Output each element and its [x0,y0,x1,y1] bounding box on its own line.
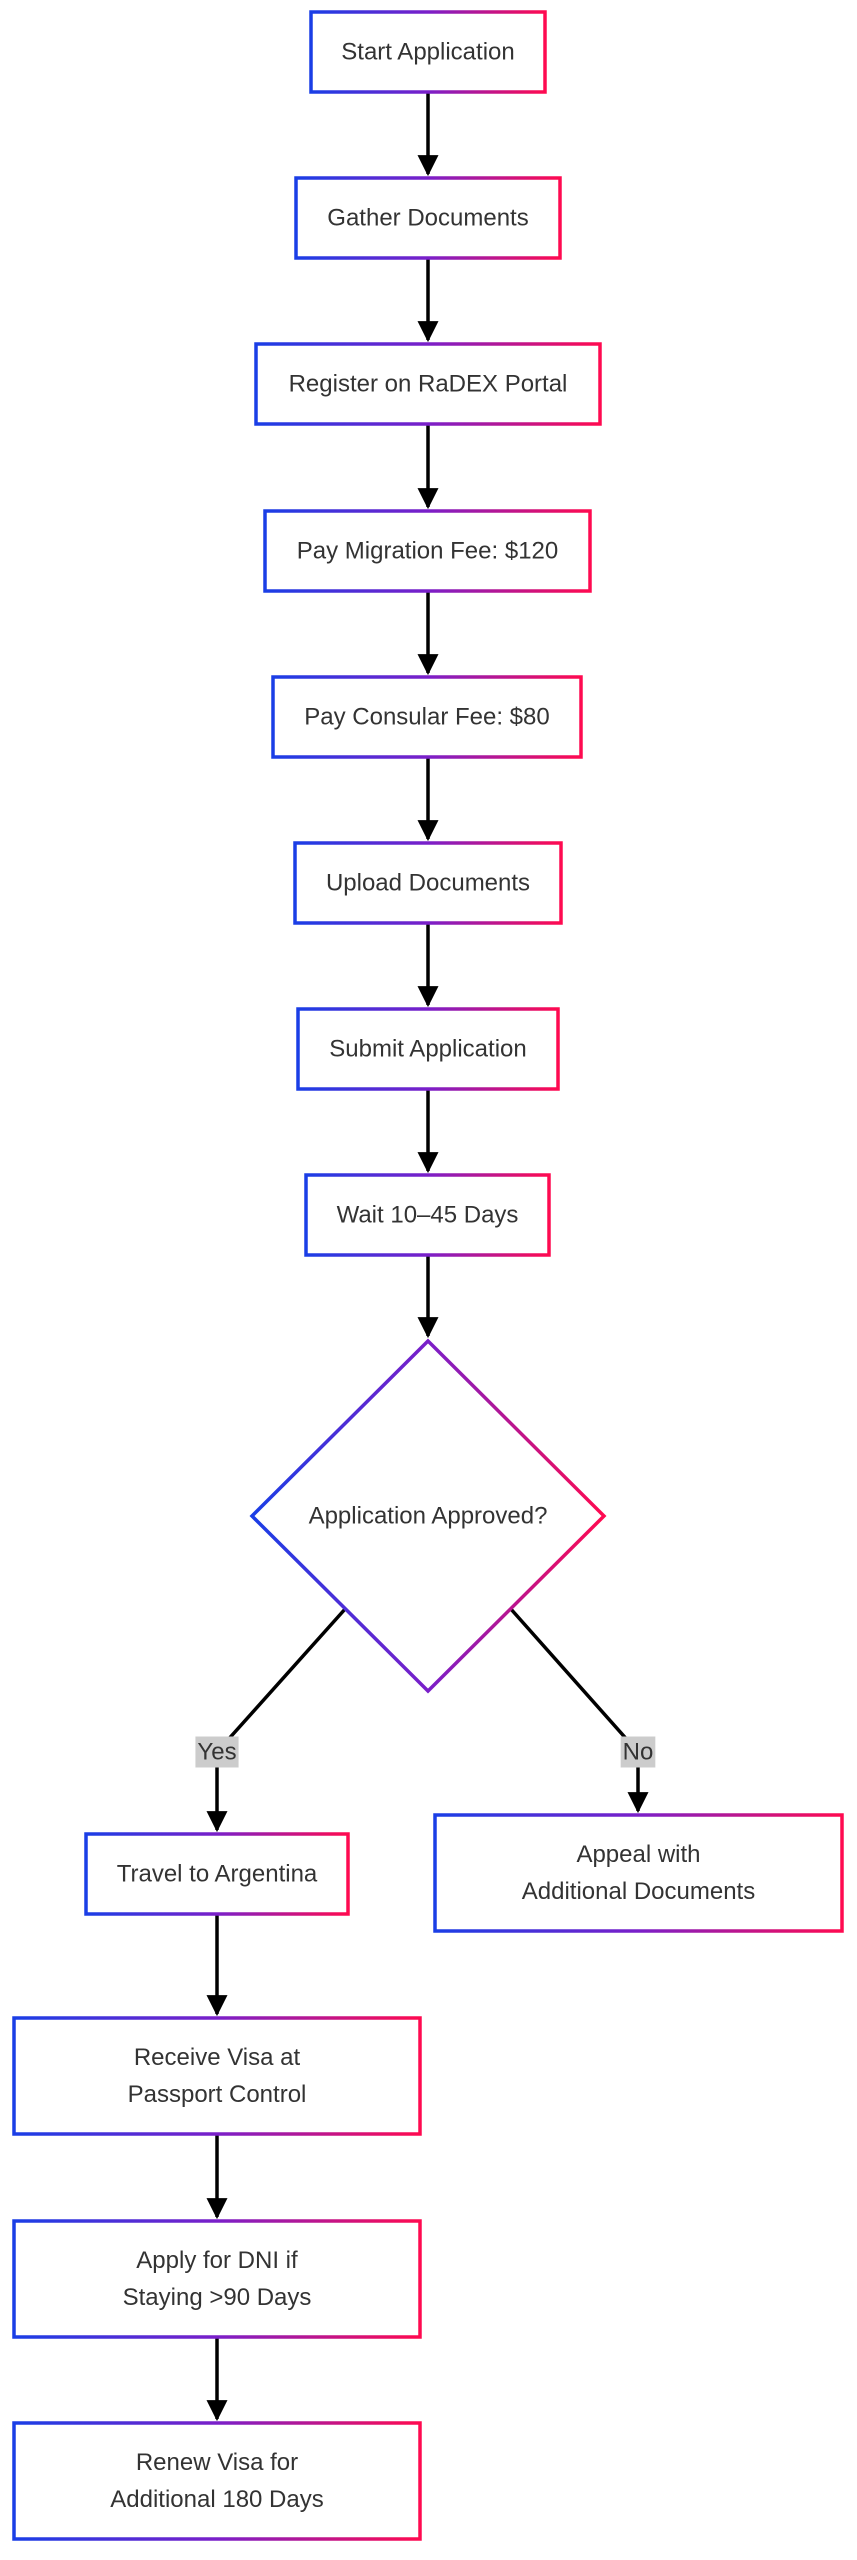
node-label-line: Additional Documents [522,1878,755,1905]
node-label-line: Additional 180 Days [110,2486,323,2513]
process-box [12,2421,422,2541]
edge-label-background [620,1736,656,1768]
node-label: Receive Visa at Passport Control [128,2044,307,2108]
node-label: Apply for DNI if Staying >90 Days [123,2247,312,2311]
process-box [433,1813,844,1933]
node-wait: Wait 10–45 Days [304,1173,551,1257]
node-gather: Gather Documents [294,176,562,260]
process-box [254,342,602,426]
node-consular-fee: Pay Consular Fee: $80 [271,675,583,759]
node-label: Wait 10–45 Days [337,1202,519,1229]
node-label: Start Application [341,39,514,66]
process-box [309,10,547,94]
node-start: Start Application [309,10,547,94]
edge-labels-layer: Yes No [195,1736,656,1768]
node-label-line: Gather Documents [327,205,528,232]
node-label-line: Application Approved? [309,1503,548,1530]
node-label-line: Passport Control [128,2081,307,2108]
edge-label-text: Yes [197,1739,236,1766]
node-label: Gather Documents [327,205,528,232]
process-box [263,509,592,593]
node-label-line: Travel to Argentina [117,1861,318,1888]
node-label-line: Register on RaDEX Portal [289,371,568,398]
node-label-line: Upload Documents [326,870,530,897]
process-box [296,1007,560,1091]
node-receive: Receive Visa at Passport Control [12,2016,422,2136]
process-box [12,2219,422,2339]
node-label-line: Receive Visa at [134,2044,301,2071]
node-submit: Submit Application [296,1007,560,1091]
process-box [271,675,583,759]
node-label: Upload Documents [326,870,530,897]
node-label-line: Pay Migration Fee: $120 [297,538,558,565]
node-label: Pay Migration Fee: $120 [297,538,558,565]
node-approved: Application Approved? [249,1338,607,1694]
node-label: Register on RaDEX Portal [289,371,568,398]
node-migration-fee: Pay Migration Fee: $120 [263,509,592,593]
process-box [294,176,562,260]
node-register: Register on RaDEX Portal [254,342,602,426]
node-label-line: Apply for DNI if [136,2247,298,2274]
node-label: Pay Consular Fee: $80 [304,704,549,731]
edge-approved-to-travel [206,1606,348,1833]
process-box [293,841,563,925]
node-travel: Travel to Argentina [84,1832,350,1916]
process-box [304,1173,551,1257]
node-label-line: Staying >90 Days [123,2284,312,2311]
node-label-line: Start Application [341,39,514,66]
node-upload: Upload Documents [293,841,563,925]
decision-diamond [249,1338,607,1694]
node-label-line: Wait 10–45 Days [337,1202,519,1229]
node-label-line: Submit Application [329,1036,526,1063]
node-label-line: Appeal with [576,1841,700,1868]
node-label-line: Pay Consular Fee: $80 [304,704,549,731]
edge-label-text: No [623,1739,654,1766]
node-label: Travel to Argentina [117,1861,318,1888]
edge-label-no: No [620,1736,656,1768]
node-label: Application Approved? [309,1503,548,1530]
node-dni: Apply for DNI if Staying >90 Days [12,2219,422,2339]
edge-label-background [195,1736,239,1768]
node-label-line: Renew Visa for [136,2449,298,2476]
edge-approved-to-appeal [508,1606,649,1814]
process-box [84,1832,350,1916]
edge-label-yes: Yes [195,1736,239,1768]
process-box [12,2016,422,2136]
node-label: Submit Application [329,1036,526,1063]
